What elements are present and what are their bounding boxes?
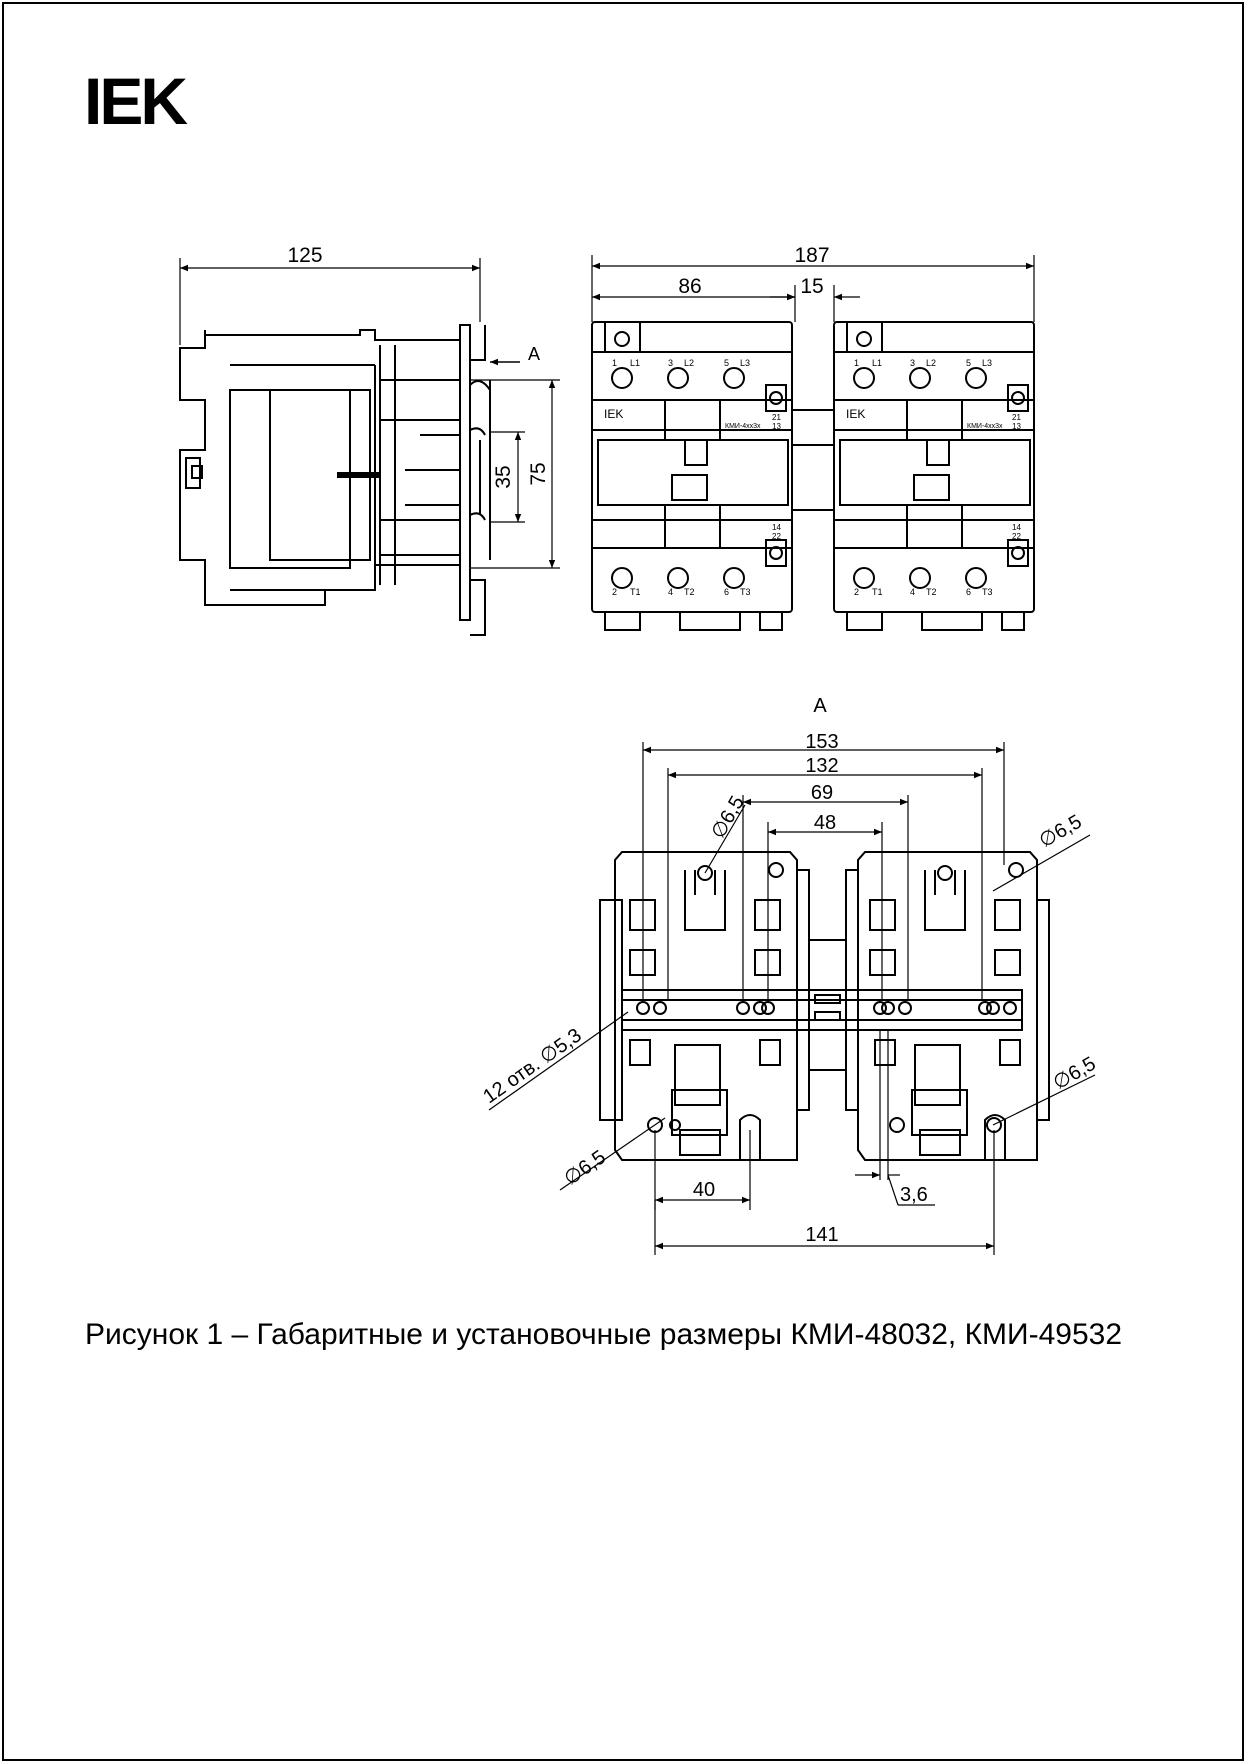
- term-2-r: 2: [854, 587, 859, 597]
- aux-21: 21: [772, 413, 781, 422]
- term-T1: T1: [630, 587, 641, 597]
- term-4: 4: [668, 587, 673, 597]
- term-L2-r: L2: [926, 358, 936, 368]
- contactor-right: [833, 321, 1035, 631]
- term-T3-r: T3: [982, 587, 993, 597]
- dim-153: 153: [805, 731, 838, 753]
- view-a-title: A: [813, 695, 827, 717]
- hole-d-bottom-left: ∅6,5: [560, 1146, 610, 1190]
- hole-d-top-right: ∅6,5: [1036, 811, 1086, 853]
- term-3: 3: [668, 358, 673, 368]
- side-view: [179, 324, 520, 636]
- term-L1-r: L1: [872, 358, 882, 368]
- term-2: 2: [612, 587, 617, 597]
- front-labels: IEK IEK КМИ-4хх3х КМИ-4хх3х 1 L1 3 L2 5 …: [604, 358, 1021, 597]
- logo-text: IEK: [84, 64, 188, 138]
- contactor-left: [591, 321, 793, 631]
- term-L2: L2: [684, 358, 694, 368]
- term-4-r: 4: [910, 587, 915, 597]
- dim-40: 40: [693, 1179, 715, 1201]
- side-dims: [179, 258, 560, 569]
- term-T2-r: T2: [926, 587, 937, 597]
- term-T1-r: T1: [872, 587, 883, 597]
- dim-86: 86: [678, 275, 701, 298]
- aux-14-r: 14: [1012, 523, 1021, 532]
- term-5-r: 5: [966, 358, 971, 368]
- model-label-left: КМИ-4хх3х: [725, 423, 761, 430]
- dim-69: 69: [811, 782, 833, 804]
- dim-48: 48: [814, 812, 836, 834]
- figure-caption: Рисунок 1 – Габаритные и установочные ра…: [85, 1318, 1123, 1351]
- term-5: 5: [724, 358, 729, 368]
- model-label-right: КМИ-4хх3х: [967, 423, 1003, 430]
- rear-dims: [488, 742, 1096, 1255]
- aux-22-r: 22: [1012, 532, 1021, 541]
- aux-13: 13: [772, 422, 781, 431]
- term-T2: T2: [684, 587, 695, 597]
- dim-125: 125: [287, 244, 322, 267]
- dim-75: 75: [527, 462, 550, 485]
- hole-d-bottom-right: ∅6,5: [1050, 1053, 1100, 1095]
- brand-label-left: IEK: [604, 407, 623, 421]
- aux-13-r: 13: [1012, 422, 1021, 431]
- term-L1: L1: [630, 358, 640, 368]
- aux-22: 22: [772, 532, 781, 541]
- dim-15: 15: [800, 275, 823, 298]
- term-6-r: 6: [966, 587, 971, 597]
- term-3-r: 3: [910, 358, 915, 368]
- term-6: 6: [724, 587, 729, 597]
- dim-35: 35: [492, 465, 515, 488]
- iek-logo: IEK: [84, 64, 191, 138]
- term-T3: T3: [740, 587, 751, 597]
- aux-21-r: 21: [1012, 413, 1021, 422]
- interlock: [792, 409, 834, 511]
- aux-14: 14: [772, 523, 781, 532]
- view-marker-a-side: A: [528, 344, 540, 364]
- term-1-r: 1: [854, 358, 859, 368]
- dim-187: 187: [794, 244, 829, 267]
- term-L3: L3: [740, 358, 750, 368]
- brand-label-right: IEK: [846, 407, 865, 421]
- term-1: 1: [612, 358, 617, 368]
- dim-3-6: 3,6: [900, 1184, 928, 1206]
- front-dims: [591, 255, 1035, 322]
- dim-132: 132: [805, 755, 838, 777]
- rail-holes-note: 12 отв. ∅5,3: [479, 1024, 586, 1108]
- term-L3-r: L3: [982, 358, 992, 368]
- dim-141: 141: [805, 1224, 838, 1246]
- front-view: [591, 321, 1035, 631]
